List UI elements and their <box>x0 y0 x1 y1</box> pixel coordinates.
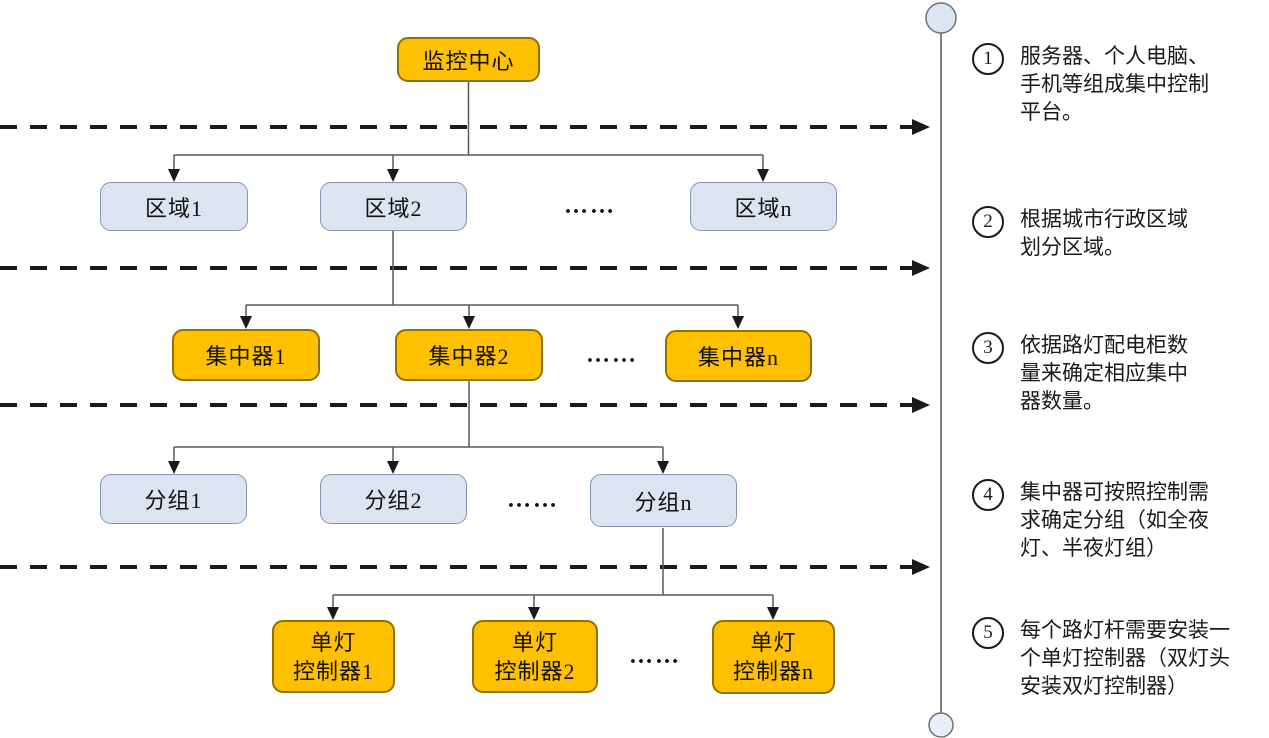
circled-number-2: 2 <box>972 206 1004 238</box>
node-group-n: 分组n <box>590 474 737 527</box>
ellipsis-areas: …… <box>564 192 616 219</box>
node-concentrator-2: 集中器2 <box>395 329 543 381</box>
ellipsis-groups: …… <box>507 486 559 513</box>
annotation-3: 3 依据路灯配电柜数 量来确定相应集中 器数量。 <box>972 331 1264 415</box>
node-area-1: 区域1 <box>100 182 248 231</box>
ellipsis-concentrators: …… <box>586 341 638 368</box>
timeline-bottom-circle <box>928 712 954 738</box>
node-lamp-controller-1: 单灯 控制器1 <box>272 620 395 693</box>
node-area-n: 区域n <box>690 182 837 231</box>
circled-number-4: 4 <box>972 479 1004 511</box>
dashed-separator-2 <box>0 260 930 276</box>
connector-level-2 <box>240 231 744 329</box>
ellipsis-lamp-controllers: …… <box>629 642 681 669</box>
connector-level-3 <box>168 380 669 474</box>
annotation-1: 1 服务器、个人电脑、 手机等组成集中控制 平台。 <box>972 42 1264 126</box>
annotation-3-text: 依据路灯配电柜数 量来确定相应集中 器数量。 <box>1020 333 1188 413</box>
node-lamp-controller-n: 单灯 控制器n <box>712 620 835 694</box>
dashed-separator-3 <box>0 397 930 413</box>
dashed-separator-1 <box>0 119 930 135</box>
dashed-separator-4 <box>0 559 930 575</box>
node-concentrator-1: 集中器1 <box>172 329 320 381</box>
annotation-5: 5 每个路灯杆需要安装一 个单灯控制器（双灯头 安装双灯控制器） <box>972 616 1264 700</box>
connector-level-4 <box>327 528 779 620</box>
timeline-top-circle <box>925 2 957 34</box>
annotation-4-text: 集中器可按照控制需 求确定分组（如全夜 灯、半夜灯组） <box>1020 480 1209 560</box>
annotation-2: 2 根据城市行政区域 划分区域。 <box>972 205 1264 261</box>
node-group-1: 分组1 <box>100 474 247 524</box>
node-lamp-controller-2: 单灯 控制器2 <box>472 620 598 693</box>
node-concentrator-n: 集中器n <box>665 330 812 382</box>
node-group-2: 分组2 <box>320 474 467 524</box>
annotation-4: 4 集中器可按照控制需 求确定分组（如全夜 灯、半夜灯组） <box>972 478 1264 562</box>
circled-number-1: 1 <box>972 43 1004 75</box>
circled-number-3: 3 <box>972 332 1004 364</box>
annotation-2-text: 根据城市行政区域 划分区域。 <box>1020 207 1188 259</box>
circled-number-5: 5 <box>972 617 1004 649</box>
annotation-5-text: 每个路灯杆需要安装一 个单灯控制器（双灯头 安装双灯控制器） <box>1020 618 1230 698</box>
timeline <box>925 2 957 738</box>
node-area-2: 区域2 <box>320 182 467 231</box>
annotation-1-text: 服务器、个人电脑、 手机等组成集中控制 平台。 <box>1020 44 1209 124</box>
connector-level-1 <box>168 82 769 182</box>
node-monitoring-center: 监控中心 <box>397 37 540 82</box>
